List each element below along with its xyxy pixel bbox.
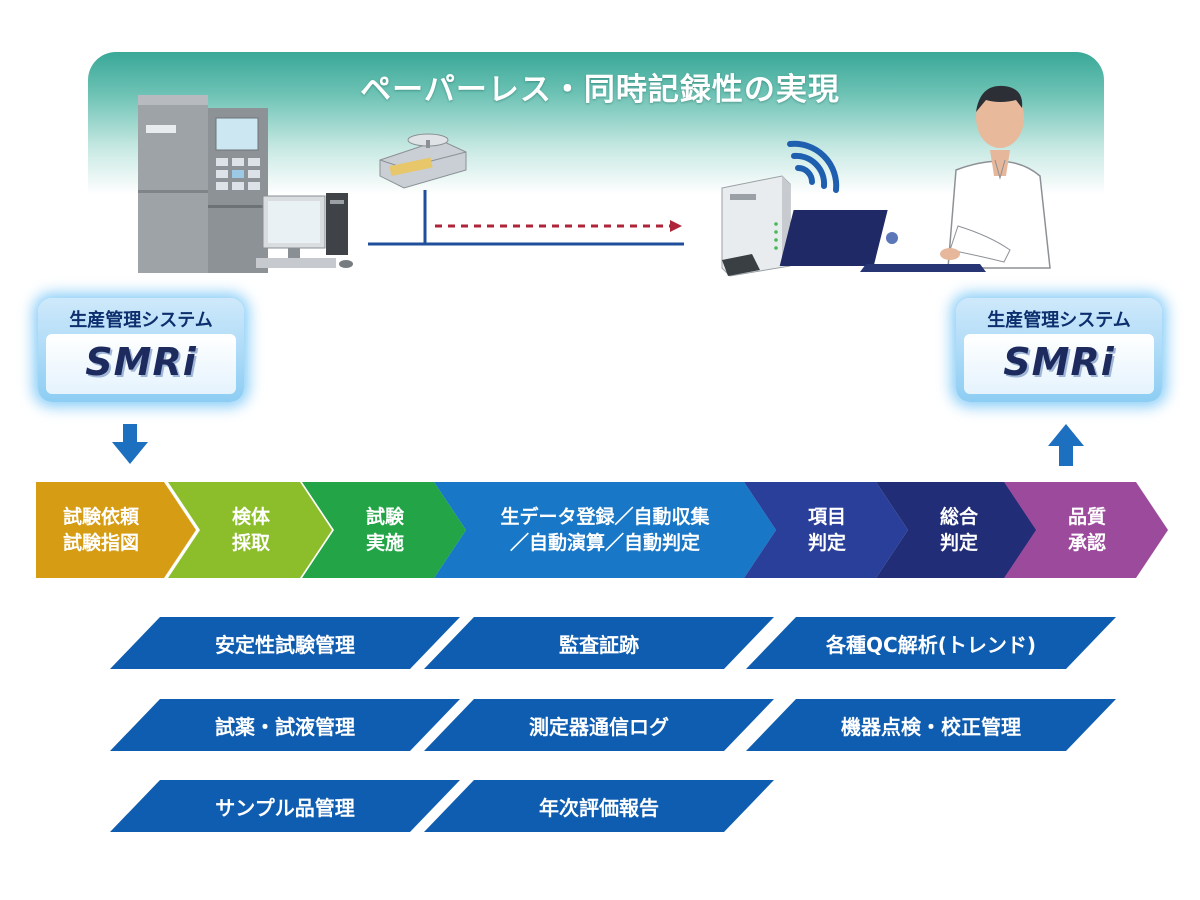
feature-instrument-comm-log: 測定器通信ログ <box>424 699 774 751</box>
feature-label: 安定性試験管理 <box>215 632 355 657</box>
feature-label: 監査証跡 <box>559 632 639 657</box>
wireless-router-icon <box>721 175 791 277</box>
left-system-logo: SMRi <box>85 340 197 384</box>
feature-label: 各種QC解析(トレンド) <box>826 632 1036 657</box>
process-step-4: 生データ登録／自動収集 ／自動演算／自動判定 <box>434 482 776 578</box>
process-step-label: 検体 採取 <box>231 506 270 554</box>
lab-illustration <box>138 85 1051 277</box>
left-system-logo-panel: SMRi <box>46 334 236 394</box>
right-system-box: 生産管理システム SMRi <box>956 298 1162 402</box>
feature-label: 測定器通信ログ <box>529 714 669 739</box>
analyzer-instrument-icon <box>138 95 268 273</box>
right-system-logo-panel: SMRi <box>964 334 1154 394</box>
feature-label: サンプル品管理 <box>215 795 355 820</box>
process-step-label: 総合 判定 <box>939 506 978 554</box>
right-system-logo: SMRi <box>1003 340 1115 384</box>
feature-annual-report: 年次評価報告 <box>424 780 774 832</box>
process-step-2: 検体 採取 <box>168 482 332 578</box>
feature-stability-test-management: 安定性試験管理 <box>110 617 460 669</box>
process-step-label: 品質 承認 <box>1067 506 1106 554</box>
process-step-label: 項目 判定 <box>807 506 846 554</box>
feature-qc-analysis: 各種QC解析(トレンド) <box>746 617 1116 669</box>
balance-scale-icon <box>379 133 467 189</box>
left-system-label: 生産管理システム <box>69 310 213 331</box>
process-step-6: 総合 判定 <box>876 482 1040 578</box>
page-title: ペーパーレス・同時記録性の実現 <box>360 72 840 108</box>
process-step-5: 項目 判定 <box>744 482 908 578</box>
data-flow-arrowhead <box>670 220 682 232</box>
feature-label: 年次評価報告 <box>539 795 659 820</box>
process-step-7: 品質 承認 <box>1004 482 1168 578</box>
process-step-1: 試験依頼 試験指図 <box>36 482 196 578</box>
process-step-label: 生データ登録／自動収集 ／自動演算／自動判定 <box>500 506 710 554</box>
left-system-box: 生産管理システム SMRi <box>38 298 244 402</box>
technician-with-laptop-icon <box>779 85 1051 272</box>
feature-equipment-calibration: 機器点検・校正管理 <box>746 699 1116 751</box>
process-step-3: 試験 実施 <box>302 482 466 578</box>
feature-audit-trail: 監査証跡 <box>424 617 774 669</box>
down-arrow-icon <box>112 424 148 464</box>
feature-sample-management: サンプル品管理 <box>110 780 460 832</box>
up-arrow-icon <box>1048 424 1084 466</box>
process-step-label: 試験依頼 試験指図 <box>62 506 139 554</box>
wifi-signal-icon <box>787 140 840 193</box>
right-system-label: 生産管理システム <box>987 310 1131 331</box>
process-step-label: 試験 実施 <box>365 506 404 554</box>
feature-reagent-management: 試薬・試液管理 <box>110 699 460 751</box>
feature-label: 試薬・試液管理 <box>215 714 355 739</box>
desktop-computer-icon <box>256 193 353 268</box>
feature-label: 機器点検・校正管理 <box>841 714 1021 739</box>
